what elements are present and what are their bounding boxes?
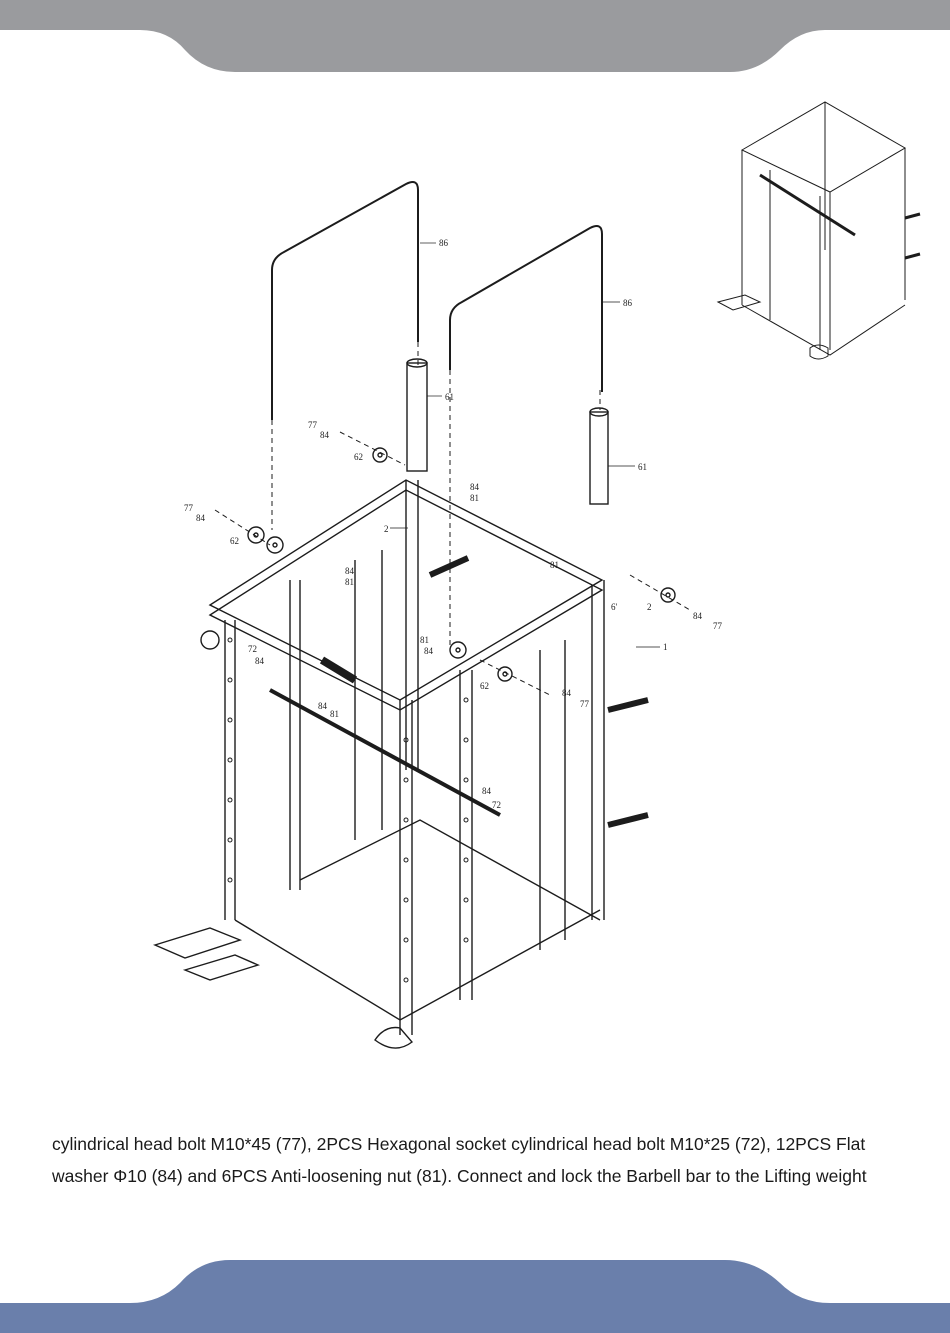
part-label: 84 [482,786,492,796]
part-label: 72 [248,644,257,654]
part-label: 84 [693,611,703,621]
part-label: 81 [420,635,429,645]
instruction-line: cylindrical head bolt M10*45 (77), 2PCS … [52,1134,866,1154]
footer-band [0,1260,950,1333]
part-label: 72 [492,800,501,810]
part-label: 2 [647,602,652,612]
part-label: 84 [318,701,328,711]
part-label: 77 [184,503,194,513]
part-label: 77 [308,420,318,430]
part-label: 77 [713,621,723,631]
assembled-thumbnail [716,101,921,360]
part-label: 86 [623,298,633,308]
part-label: 61 [445,392,454,402]
part-label: 81 [330,709,339,719]
part-label: 86 [439,238,449,248]
part-label: 84 [255,656,265,666]
part-label: 1 [663,642,668,652]
header-band [0,0,950,72]
part-label: 6' [611,602,618,612]
part-label: 61 [638,462,647,472]
part-label: 62 [480,681,489,691]
instruction-line: washer Φ10 (84) and 6PCS Anti-loosening … [52,1166,867,1186]
part-label: 84 [470,482,480,492]
part-label: 81 [470,493,479,503]
part-label: 81 [550,560,559,570]
part-label: 62 [230,536,239,546]
part-label: 84 [562,688,572,698]
part-label: 84 [345,566,355,576]
part-label: 84 [196,513,206,523]
part-label: 81 [345,577,354,587]
part-label: 2 [384,524,389,534]
part-label: 62 [354,452,363,462]
part-label: 84 [424,646,434,656]
part-label: 84 [320,430,330,440]
instruction-text: cylindrical head bolt M10*45 (77), 2PCS … [52,1128,932,1192]
assembly-diagram: 86 86 61 61 77 84 62 77 84 62 2 84 81 84… [152,101,921,1049]
part-label: 77 [580,699,590,709]
